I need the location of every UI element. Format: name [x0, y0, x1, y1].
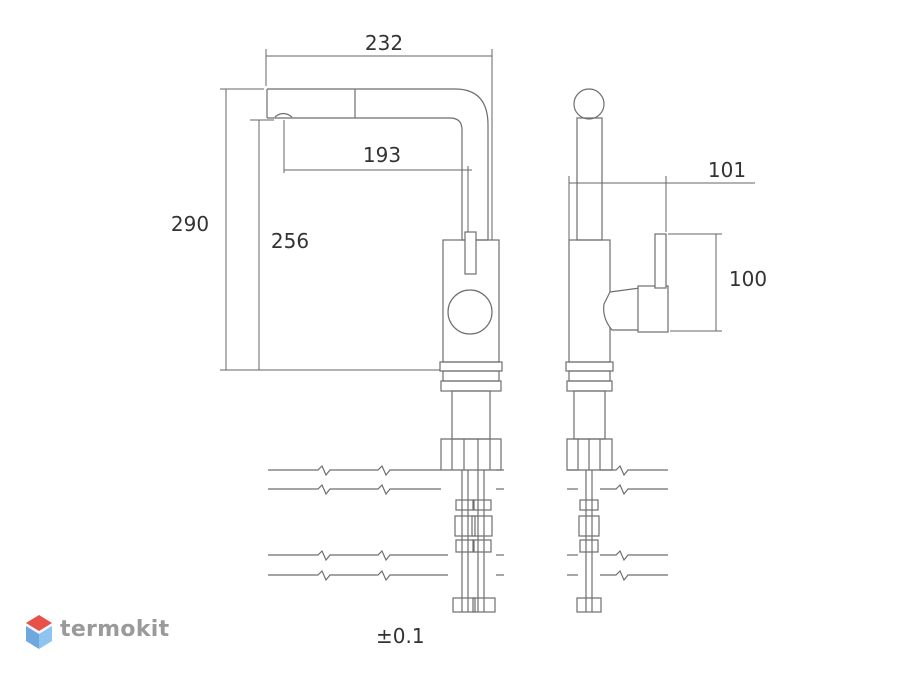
- dim-label-232: 232: [365, 31, 403, 55]
- side-handle-cap: [637, 285, 669, 333]
- dim-label-290: 290: [171, 212, 209, 236]
- aerator: [274, 112, 293, 118]
- front-base-ring-3: [440, 380, 502, 392]
- front-supply-hoses: [452, 470, 496, 613]
- side-dimensions: 101 100: [568, 158, 767, 332]
- side-base-ring-1: [565, 361, 614, 372]
- brand-name: termokit: [60, 617, 170, 642]
- side-base-ring-2: [568, 370, 611, 382]
- front-base-ring-1: [439, 361, 503, 372]
- dim-label-100: 100: [729, 267, 767, 291]
- tolerance-note: ±0.1: [376, 624, 425, 648]
- front-handle-knob: [447, 289, 493, 335]
- side-spout-end: [573, 88, 605, 120]
- side-counter-lines: [567, 464, 668, 582]
- front-shank: [451, 390, 491, 440]
- side-mount-nut: [566, 438, 613, 471]
- front-mount-nut: [440, 438, 502, 471]
- front-counter-lines: [268, 464, 504, 582]
- dim-label-101: 101: [708, 158, 746, 182]
- side-body: [568, 239, 611, 363]
- dim-label-256: 256: [271, 229, 309, 253]
- front-dimensions: 232 193 290 256: [171, 31, 493, 371]
- side-handle-housing: [603, 287, 643, 331]
- front-base-ring-2: [442, 370, 500, 382]
- side-supply-hose: [576, 470, 602, 613]
- brand-logo-icon: [26, 615, 52, 649]
- side-lever: [654, 233, 667, 289]
- side-base-ring-3: [566, 380, 613, 392]
- front-view: [266, 88, 504, 613]
- side-view: [565, 88, 669, 613]
- front-lever: [464, 231, 477, 275]
- side-shank: [573, 390, 606, 440]
- dim-label-193: 193: [363, 143, 401, 167]
- side-spout-column: [576, 117, 603, 241]
